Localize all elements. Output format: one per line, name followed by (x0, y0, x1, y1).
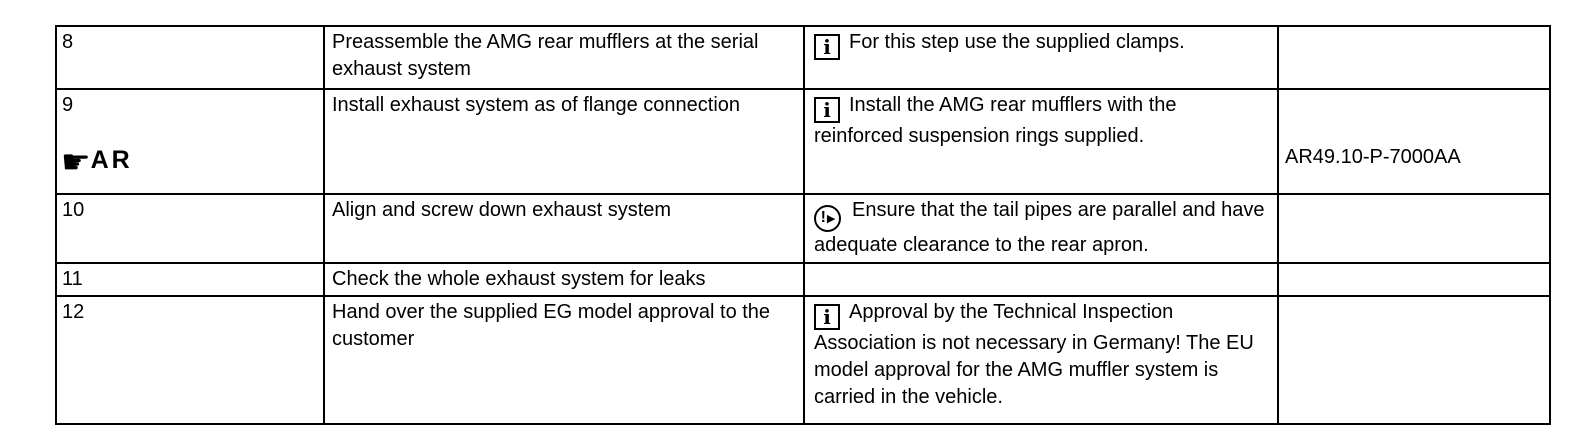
step-number-cell: 12 (55, 295, 325, 425)
ref-cell (1277, 262, 1551, 297)
table-row-step-9: 9 ☛AR Install exhaust system as of flang… (55, 88, 1551, 195)
info-icon: i (814, 97, 840, 123)
task-cell: Install exhaust system as of flange conn… (323, 88, 805, 195)
step-number: 8 (62, 31, 74, 53)
installation-steps-table: 8 Preassemble the AMG rear mufflers at t… (55, 25, 1551, 425)
table-row-step-12: 12 Hand over the supplied EG model appro… (55, 295, 1551, 425)
attention-arrow: ▶ (826, 211, 836, 225)
note-text: Approval by the Technical Inspection Ass… (814, 301, 1254, 408)
note-text: For this step use the supplied clamps. (849, 31, 1185, 53)
info-icon: i (814, 304, 840, 330)
ar-marker-label: AR (90, 146, 133, 174)
ar-document-code: AR49.10-P-7000AA (1285, 146, 1461, 168)
task-cell: Align and screw down exhaust system (323, 193, 805, 264)
table-row-step-8: 8 Preassemble the AMG rear mufflers at t… (55, 25, 1551, 90)
step-number: 9 (62, 94, 74, 116)
task-cell: Check the whole exhaust system for leaks (323, 262, 805, 297)
ref-cell (1277, 193, 1551, 264)
step-number: 10 (62, 199, 85, 221)
note-cell: i For this step use the supplied clamps. (803, 25, 1279, 90)
task-text: Hand over the supplied EG model approval… (332, 301, 771, 350)
task-text: Install exhaust system as of flange conn… (332, 94, 741, 116)
note-cell: !▶Ensure that the tail pipes are paralle… (803, 193, 1279, 264)
step-number: 12 (62, 301, 85, 323)
pointing-hand-icon: ☛ (61, 142, 91, 181)
ref-cell (1277, 25, 1551, 90)
info-icon: i (814, 34, 840, 60)
step-number-cell: 9 ☛AR (55, 88, 325, 195)
ref-cell: AR49.10-P-7000AA (1277, 88, 1551, 195)
note-cell (803, 262, 1279, 297)
ar-reference-marker: ☛AR (61, 145, 317, 178)
task-text: Preassemble the AMG rear mufflers at the… (332, 31, 759, 80)
task-text: Align and screw down exhaust system (332, 199, 672, 221)
task-cell: Preassemble the AMG rear mufflers at the… (323, 25, 805, 90)
attention-icon: !▶ (814, 204, 841, 232)
note-text: Ensure that the tail pipes are parallel … (814, 199, 1265, 256)
note-text: Install the AMG rear mufflers with the r… (814, 94, 1177, 147)
ref-cell (1277, 295, 1551, 425)
table-row-step-11: 11 Check the whole exhaust system for le… (55, 262, 1551, 297)
step-number-cell: 10 (55, 193, 325, 264)
step-number-cell: 8 (55, 25, 325, 90)
step-number: 11 (62, 268, 83, 290)
task-cell: Hand over the supplied EG model approval… (323, 295, 805, 425)
table-row-step-10: 10 Align and screw down exhaust system !… (55, 193, 1551, 264)
attention-exclamation: ! (820, 209, 826, 226)
step-number-cell: 11 (55, 262, 325, 297)
task-text: Check the whole exhaust system for leaks (332, 268, 706, 290)
